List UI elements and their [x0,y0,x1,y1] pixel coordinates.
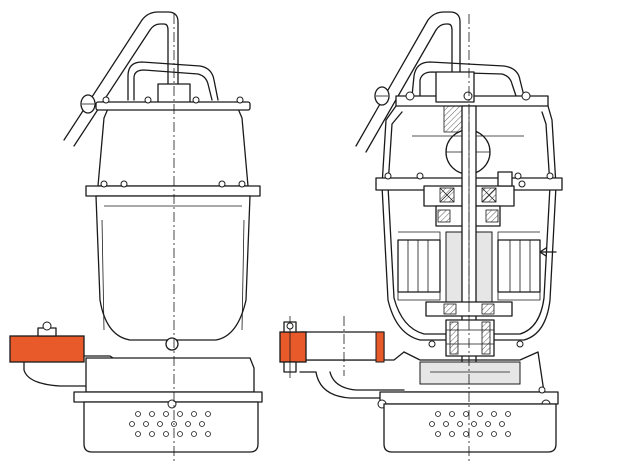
section-discharge-flange-right [375,331,385,363]
exterior-view [9,11,263,462]
section-cable-handle [355,11,525,153]
section-discharge [279,316,405,399]
section-top-cover [395,71,549,133]
section-discharge-flange-left [279,331,307,363]
strainer-holes [129,411,211,437]
cross-section-view [279,11,563,462]
exterior-motor-body [95,195,251,351]
section-stator [397,231,541,301]
discharge-flange [9,335,85,363]
section-strainer-holes [429,411,511,437]
exterior-pump-casing [73,357,263,403]
section-pump-casing [377,351,559,409]
exterior-motor-head [85,96,261,197]
section-strainer [383,403,557,453]
exterior-strainer [83,399,259,453]
section-seal [425,301,524,357]
